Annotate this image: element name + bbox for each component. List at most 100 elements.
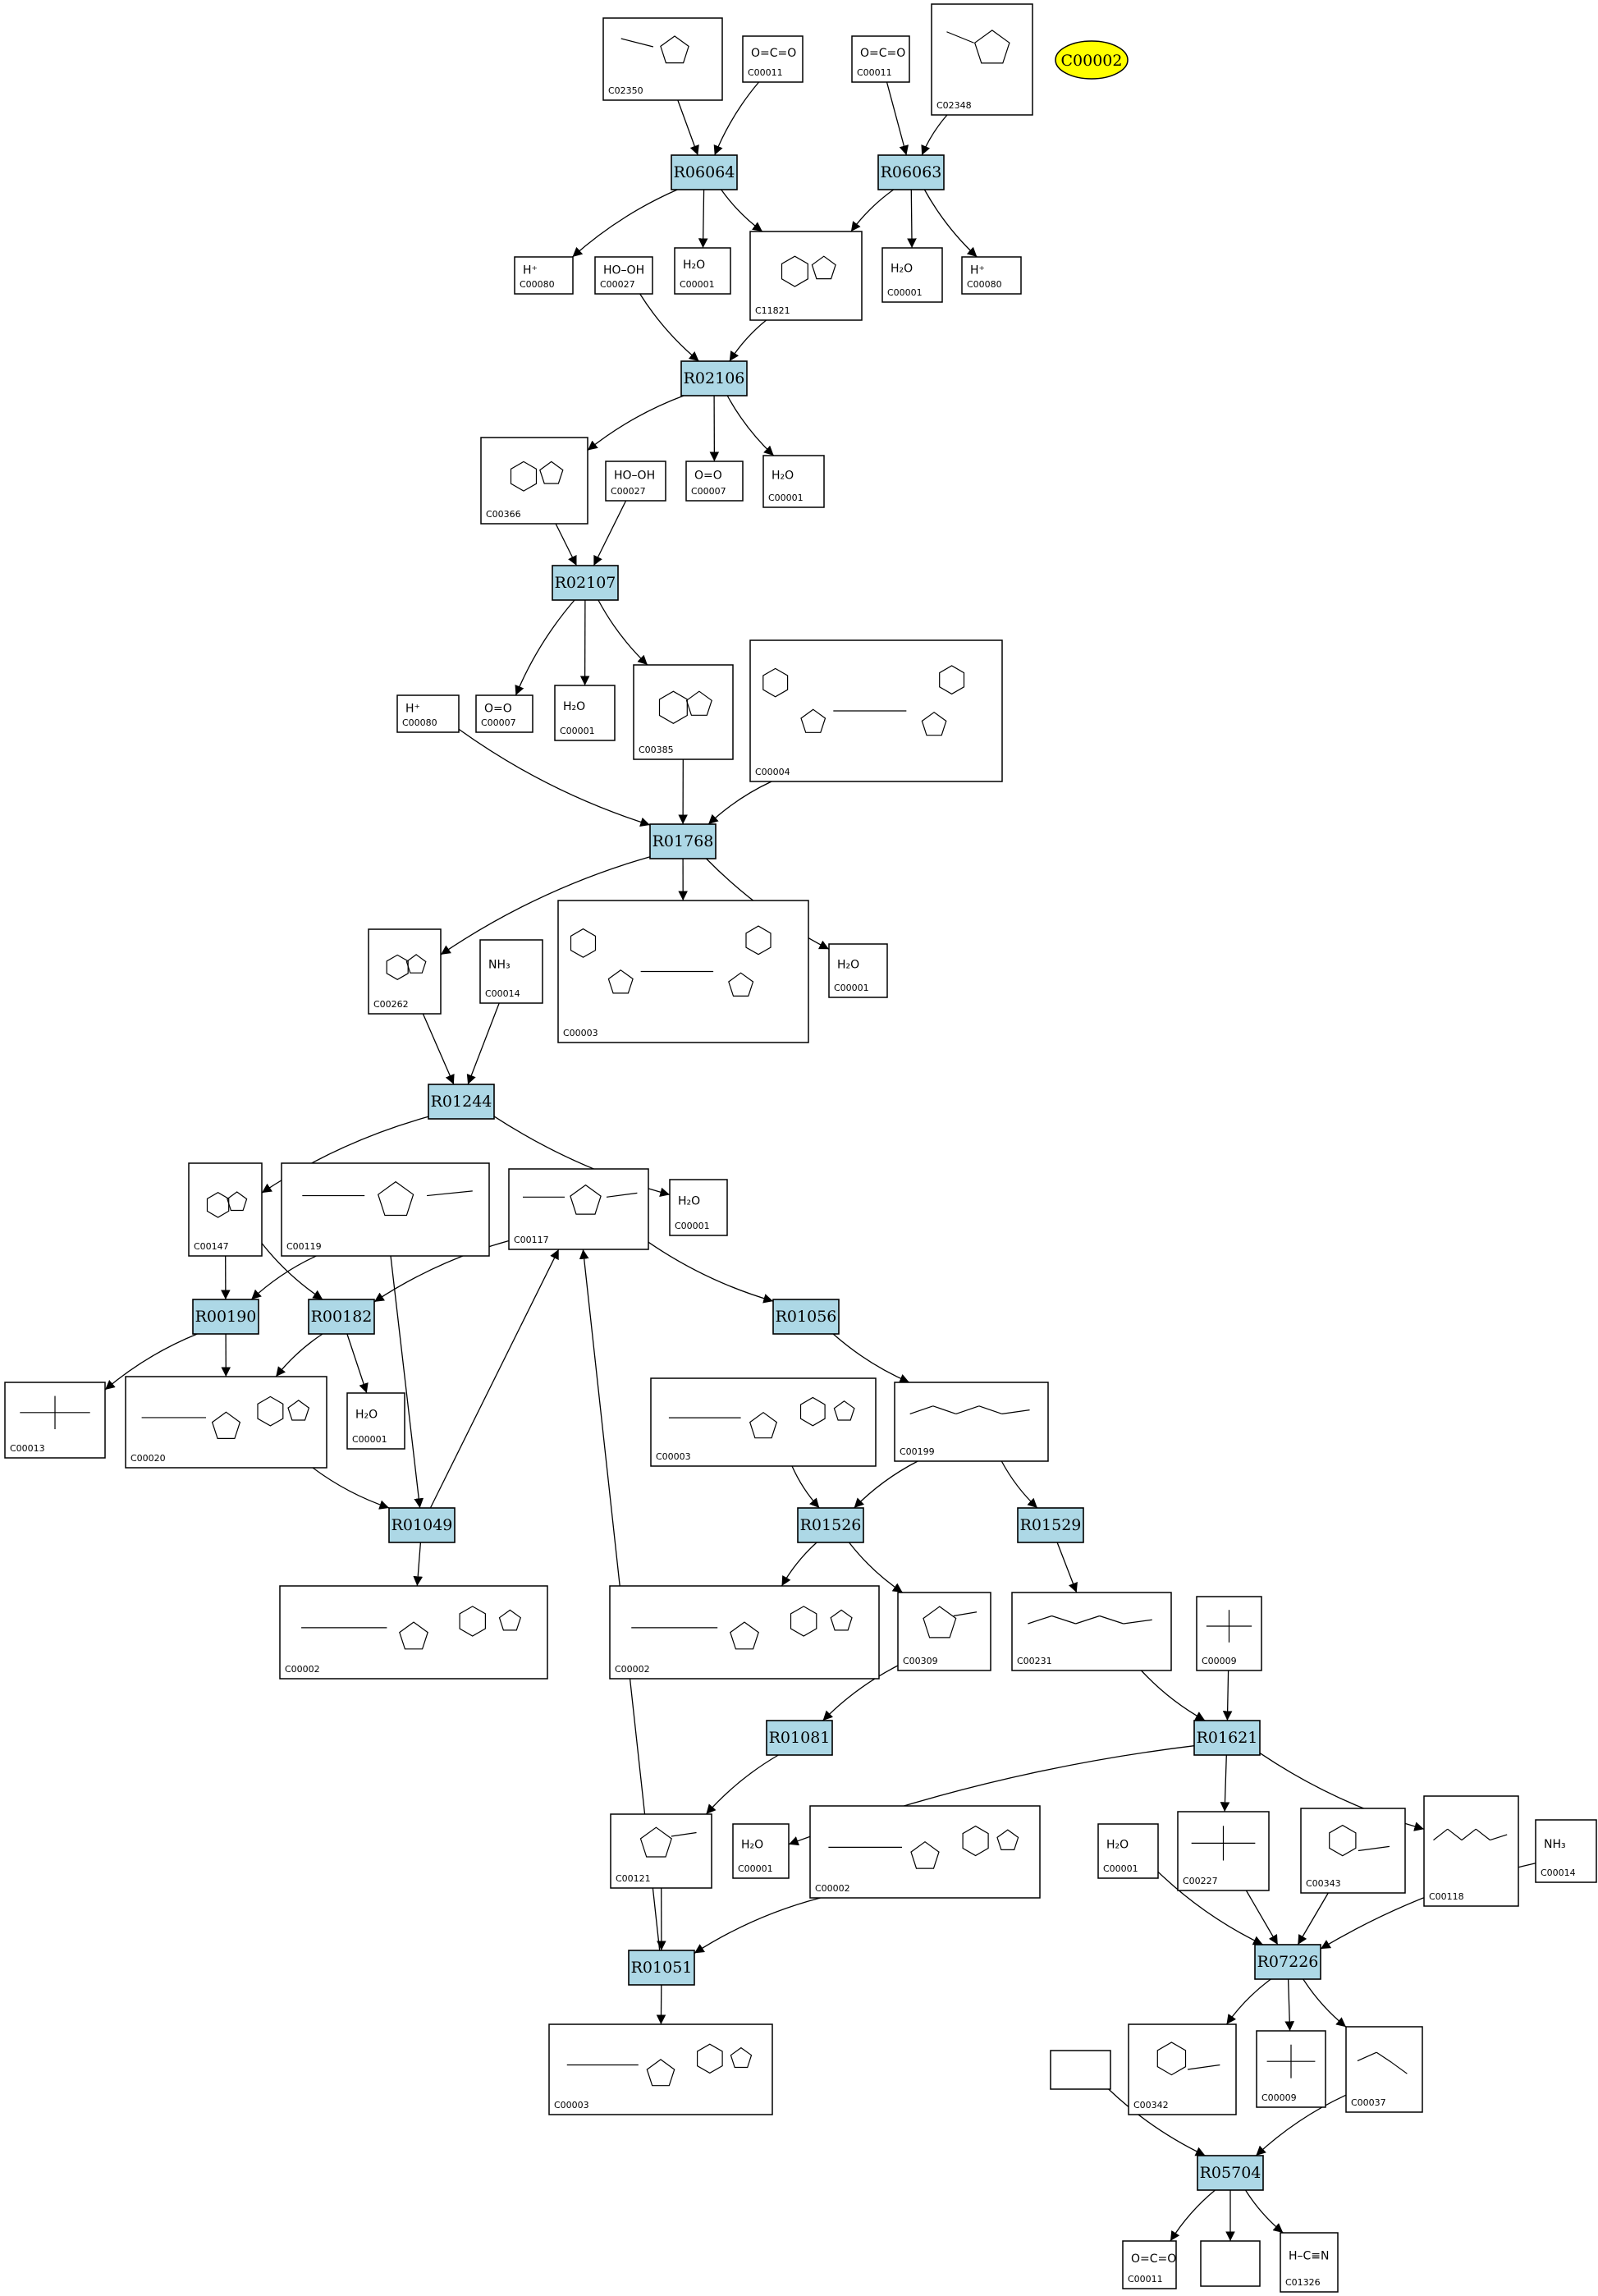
compound-node[interactable]: C00009 [1256,2030,1326,2108]
compound-node[interactable]: C00262 [368,928,442,1015]
compound-node[interactable]: C02350 [602,17,723,101]
reaction-node[interactable]: R06063 [877,154,945,190]
reaction-node[interactable]: R07226 [1254,1944,1321,1980]
reaction-node[interactable]: R01051 [628,1950,695,1986]
compound-node[interactable]: H⁺C00080 [961,256,1022,295]
structure-nad [762,665,965,736]
edge-c02348-r06063 [921,114,948,156]
compound-node[interactable]: C02348 [931,3,1033,116]
compound-node[interactable]: C11821 [749,231,863,321]
compound-node[interactable]: C00003 [650,1377,877,1467]
reaction-node[interactable]: R01529 [1017,1507,1084,1543]
compound-node[interactable]: C00342 [1128,2023,1237,2115]
compound-id: C00009 [1202,1656,1237,1666]
compound-node[interactable]: C00002 [279,1585,548,1680]
compound-node[interactable]: H⁺C00080 [514,256,574,295]
structure-sugar-phosphate [1028,1615,1152,1625]
compound-node[interactable]: C00231 [1011,1592,1172,1671]
compound-formula: O=C=O [860,47,905,60]
compound-node[interactable]: H⁺C00080 [396,694,460,733]
compound-node[interactable]: C00020 [125,1376,327,1469]
compound-node[interactable]: C00227 [1177,1811,1270,1891]
compound-id: C00147 [194,1241,229,1252]
compound-node[interactable]: C00121 [610,1813,712,1889]
reaction-node[interactable]: R05704 [1197,2155,1264,2191]
edge-c00001i-r07226 [1157,1871,1263,1945]
reaction-node[interactable]: R01526 [797,1507,864,1543]
compound-node[interactable]: C00003 [548,2023,773,2115]
compound-id: C00001 [768,493,804,503]
edge-c00343-r07226 [1297,1892,1329,1945]
compound-node[interactable]: C00147 [188,1162,263,1257]
reaction-node[interactable]: R00182 [308,1299,375,1335]
compound-node[interactable]: C00002 [809,1805,1041,1899]
reaction-node[interactable]: R02106 [680,360,748,396]
reaction-node[interactable]: R01621 [1193,1720,1261,1756]
structure-diphosphate [20,1395,90,1430]
reaction-node[interactable]: R01244 [428,1084,495,1120]
edge-c00020-r01049 [312,1467,390,1510]
compound-node[interactable]: C00013 [4,1382,106,1459]
compound-id: C00004 [755,767,790,777]
compound-node[interactable]: C00385 [633,664,734,760]
compound-node[interactable]: C00002 [609,1585,880,1680]
compound-node[interactable]: C00117 [508,1168,649,1250]
compound-node[interactable]: C00343 [1300,1808,1406,1894]
compound-id: C00343 [1306,1878,1341,1889]
reaction-node[interactable]: R01768 [649,823,717,859]
compound-id: C02348 [936,100,972,111]
structure-sugar-phosphate [1433,1828,1508,1841]
compound-node[interactable]: C00119 [281,1162,490,1257]
reaction-node[interactable]: R01081 [766,1720,833,1756]
compound-id: C00001 [352,1434,387,1445]
compound-node[interactable] [1200,2240,1261,2287]
compound-node[interactable]: C00037 [1345,2026,1423,2113]
reaction-node[interactable]: R00190 [192,1299,259,1335]
compound-node[interactable]: C00009 [1196,1596,1262,1671]
edge-r01049-c00117 [429,1249,560,1509]
compound-node[interactable]: C00003 [557,900,809,1043]
compound-node[interactable]: C00366 [480,437,588,525]
structure-purine [781,255,836,287]
compound-node[interactable]: C00004 [749,639,1003,782]
compound-id: C00003 [554,2100,589,2110]
compound-node[interactable]: C00199 [894,1382,1049,1462]
edge-c00119-r01049 [390,1255,424,1509]
structure-nucleotide [631,1606,853,1650]
reaction-node[interactable]: R02107 [552,565,619,601]
reaction-node[interactable]: R01049 [388,1507,456,1543]
compound-id: C00027 [600,279,635,290]
highlight-node[interactable]: C00002 [1055,40,1129,80]
reaction-label: R00182 [311,1308,373,1326]
compound-id: C00262 [373,999,409,1010]
compound-node[interactable] [1050,2050,1111,2090]
compound-id: C00227 [1183,1876,1218,1886]
reaction-node[interactable]: R06064 [671,154,738,190]
compound-id: C00231 [1017,1656,1052,1666]
compound-node[interactable]: C00118 [1423,1795,1519,1907]
compound-id: C00020 [130,1453,166,1464]
compound-formula: H–C≡N [1289,2249,1330,2262]
compound-id: C00011 [748,67,783,78]
compound-node[interactable]: C00309 [897,1592,991,1671]
reaction-node[interactable]: R01056 [772,1299,840,1335]
